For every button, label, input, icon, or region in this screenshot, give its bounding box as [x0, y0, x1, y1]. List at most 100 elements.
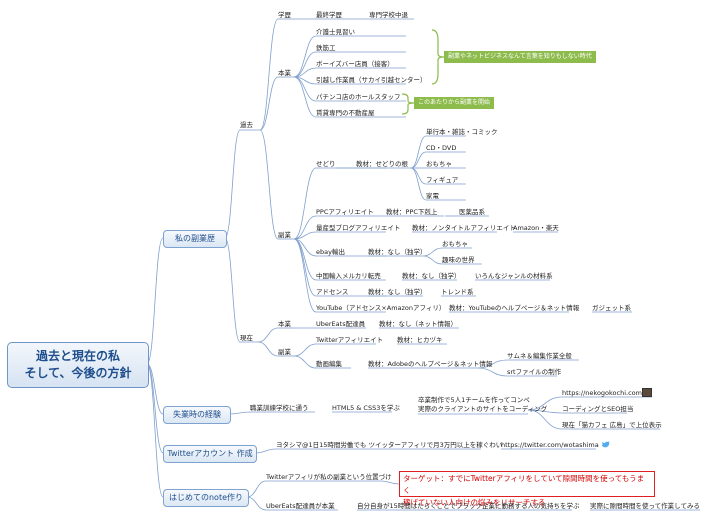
video-item[interactable]: srtファイルの制作: [507, 368, 562, 376]
blog-genre[interactable]: Amazon・楽天: [513, 224, 559, 232]
china-material[interactable]: 教材：なし（独学）: [402, 272, 461, 280]
job-course[interactable]: HTML5 & CSS3を学ぶ: [332, 404, 400, 412]
connector: [410, 167, 427, 185]
ebay[interactable]: ebay輸出: [316, 248, 345, 256]
education-last[interactable]: 最終学歴: [316, 11, 342, 19]
twitter-url[interactable]: https://twitter.com/wotashima: [501, 441, 599, 449]
category-job-hunting[interactable]: 失業時の経験: [163, 406, 231, 424]
connector: [259, 76, 279, 131]
past-job-item[interactable]: パチンコ店のホールスタッフ: [316, 93, 401, 101]
job-detail-1[interactable]: 卒業制作で5人1チームを作ってコンペ: [418, 396, 530, 404]
connector: [293, 231, 317, 240]
connector: [401, 93, 415, 115]
past-job-item[interactable]: 引越し作業員（サカイ引越センター）: [316, 76, 427, 84]
video-editing[interactable]: 動画編集: [316, 360, 342, 368]
sedori-item[interactable]: おもちゃ: [426, 160, 452, 168]
youtube-material[interactable]: 教材：YouTubeのヘルプページ＆ネット情報: [449, 304, 580, 312]
job-detail-2[interactable]: 実際のクライアントのサイトをコーディング: [418, 405, 548, 413]
connector: [410, 135, 427, 169]
ebay-item[interactable]: 趣味の世界: [442, 256, 475, 264]
sedori-item[interactable]: 単行本・雑誌・コミック: [426, 128, 498, 136]
past-label[interactable]: 過去: [240, 121, 253, 129]
connector: [293, 355, 317, 369]
sedori-item[interactable]: フィギュア: [426, 176, 459, 184]
now-label[interactable]: 現在: [240, 334, 253, 342]
category-note[interactable]: はじめてのnote作り: [163, 489, 249, 507]
connector: [477, 367, 508, 377]
category-twitter[interactable]: Twitterアカウント 作成: [163, 445, 257, 463]
connector: [293, 76, 317, 118]
china-genre[interactable]: いろんなジャンルの材料系: [475, 272, 553, 280]
ebay-item[interactable]: おもちゃ: [442, 240, 468, 248]
past-job-item[interactable]: 介護士見習い: [316, 28, 355, 36]
connector: [228, 411, 251, 415]
connector: [431, 29, 445, 85]
connector: [293, 167, 317, 240]
twitter-account-text[interactable]: ヨタシマ@1日15時間労働でも ツイッターアフィリで月3万円以上を稼ぐわい: [276, 441, 503, 449]
video-item[interactable]: サムネ＆編集作業全般: [507, 352, 572, 360]
connector: [527, 409, 563, 430]
job-url[interactable]: https://nekogokochi.com/: [562, 389, 645, 397]
connector: [410, 167, 427, 201]
education-label[interactable]: 学歴: [278, 11, 291, 19]
now-main-job[interactable]: UberEats配達員: [316, 320, 366, 328]
now-main-job-label[interactable]: 本業: [278, 320, 291, 328]
job-role[interactable]: コーディングとSEO担当: [562, 405, 634, 413]
connector: [246, 496, 267, 511]
note-item-2-end[interactable]: 実際に隙間時間を使って作業してみる: [590, 502, 700, 510]
twitter-affi-material[interactable]: 教材：ヒカヅキ: [397, 336, 443, 344]
note-item-2[interactable]: UberEats配達員が本業: [266, 502, 335, 510]
video-material[interactable]: 教材：Adobeのヘルプページ＆ネット情報: [368, 360, 493, 368]
note-target-line2: 稼げていない人向けの悩みをリサーチする: [403, 498, 546, 507]
connector: [293, 51, 317, 78]
ebay-material[interactable]: 教材：なし（独学）: [368, 248, 427, 256]
note-item-1[interactable]: Twitterアフィリが私の副業という位置づけ: [266, 473, 392, 481]
sedori-item[interactable]: CD・DVD: [426, 144, 457, 152]
connector: [224, 129, 241, 239]
blog-material[interactable]: 教材：ノンタイトルアフィリエイト: [412, 224, 516, 232]
past-side-label[interactable]: 副業: [278, 231, 291, 239]
past-job-item[interactable]: 鉄筋工: [316, 44, 336, 52]
ppc-material[interactable]: 教材：PPC下剋上: [386, 208, 438, 216]
now-main-job-material[interactable]: 教材：なし（ネット情報）: [379, 320, 457, 328]
youtube-genre[interactable]: ガジェット系: [592, 304, 631, 312]
ppc-genre[interactable]: 医薬品系: [459, 208, 485, 216]
sedori-item[interactable]: 家電: [426, 192, 439, 200]
sedori-material[interactable]: 教材：せどりの根: [356, 160, 408, 168]
china[interactable]: 中国輸入メルカリ転売: [316, 272, 381, 280]
connector: [293, 343, 317, 357]
connector: [246, 480, 267, 498]
sedori[interactable]: せどり: [316, 160, 336, 168]
job-school[interactable]: 職業訓練学校に通う: [250, 404, 309, 412]
past-main-job-label[interactable]: 本業: [278, 69, 291, 77]
connector: [146, 237, 164, 365]
note-item-2-detail[interactable]: 自分自身が15時間はたらくことでブラック企業に勤務する人の気持ちを学ぶ: [357, 502, 580, 510]
twitter-affi[interactable]: Twitterアフィリエイト: [316, 336, 384, 344]
education-value[interactable]: 専門学校中退: [369, 11, 408, 19]
connector: [259, 129, 279, 240]
past-job-item[interactable]: 賃貸専門の不動産屋: [316, 109, 375, 117]
job-role[interactable]: 現在「猫カフェ 広島」で上位表示: [562, 421, 662, 429]
connector: [422, 255, 443, 265]
blog[interactable]: 量産型ブログアフィリエイト: [316, 224, 401, 232]
connector: [254, 448, 277, 454]
connector: [293, 67, 317, 78]
connector: [477, 359, 508, 369]
twitter-bird-icon[interactable]: [601, 441, 610, 449]
youtube[interactable]: YouTube（アドセンス×Amazonアフィリ）: [316, 304, 446, 312]
adsense-material[interactable]: 教材：なし（独学）: [368, 288, 427, 296]
root-line1: 過去と現在の私: [35, 349, 120, 363]
root-topic[interactable]: 過去と現在の私 そして、今後の方針: [7, 342, 149, 388]
connector: [293, 35, 317, 78]
ppc[interactable]: PPCアフィリエイト: [316, 208, 374, 216]
past-job-item[interactable]: ボーイズバー店員（接客）: [316, 60, 394, 68]
category-side-history[interactable]: 私の副業歴: [163, 230, 227, 248]
adsense-genre[interactable]: トレンド系: [441, 288, 474, 296]
note-target-box[interactable]: ターゲット：すでにTwitterアフィリをしていて隙間時間を使ってもうまく 稼げ…: [399, 471, 655, 507]
root-line2: そして、今後の方針: [24, 366, 132, 380]
connector: [257, 341, 279, 357]
adsense[interactable]: アドセンス: [316, 288, 349, 296]
now-side-label[interactable]: 副業: [278, 348, 291, 356]
link-icon[interactable]: [642, 388, 652, 397]
